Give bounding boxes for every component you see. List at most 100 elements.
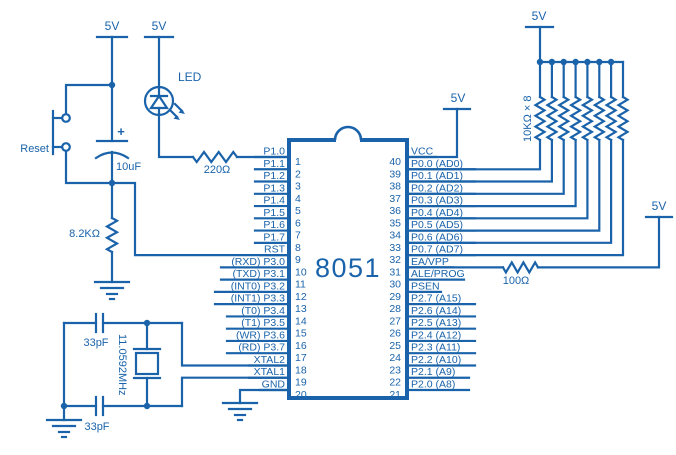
pin-row-left: P1.01 (253, 146, 301, 168)
pin-row-right: P0.7 (AD7)32 (389, 244, 477, 266)
pin-label: VCC (411, 146, 434, 158)
resistor-220: 220Ω (191, 150, 239, 176)
pullup-resistor-zigzag (568, 95, 583, 142)
led-arrowhead (178, 109, 185, 114)
led-label: LED (178, 70, 202, 84)
ground-symbol (93, 280, 131, 301)
led-triangle (148, 94, 170, 110)
power-label-led: 5V (152, 19, 167, 33)
pin-number: 2 (295, 168, 301, 180)
pin-label: P1.3 (263, 182, 285, 194)
switch-contact (61, 142, 71, 152)
resistor-zigzag (191, 150, 239, 164)
ic-notch-mask (336, 136, 360, 143)
power-label-vcc: 5V (451, 91, 466, 105)
resistor-zigzag (104, 216, 120, 254)
pin-label: P1.0 (263, 146, 285, 158)
pin-number: 40 (389, 156, 401, 168)
pin-label: P1.7 (263, 231, 285, 243)
wire (64, 83, 114, 116)
pin-label: (T1) P3.5 (241, 317, 285, 329)
pin-row-right: P0.0 (AD0)39 (389, 158, 477, 180)
pin-row-left: P1.56 (253, 207, 301, 229)
gnd-wire (238, 388, 291, 405)
ic-notch (333, 125, 363, 141)
pin-label: ALE/PROG (411, 268, 465, 280)
led-arrow (168, 108, 179, 119)
pin-number: 24 (389, 352, 401, 364)
crystal-symbol: 11.0592MHz (116, 321, 162, 408)
pin-row-left: P1.3 4 (253, 182, 301, 205)
pin-row-right: ALE/PROG 30 (389, 268, 466, 291)
resistor-8k2: 8.2KΩ (69, 181, 120, 284)
power-label-ea: 5V (652, 199, 667, 213)
pin-number: 3 (295, 181, 301, 193)
pin-row-right: P2.7 (A15)28 (389, 293, 477, 315)
pin-number: 25 (389, 340, 401, 352)
pin-label: P1.2 (263, 170, 285, 182)
pin-label: P0.0 (AD0) (411, 158, 463, 170)
pin-number: 23 (389, 364, 401, 376)
pin-number: 34 (389, 230, 401, 242)
pin-number: 14 (295, 315, 307, 327)
pin-label: (RXD) P3.0 (231, 256, 285, 268)
resistor-value: 220Ω (204, 164, 231, 176)
pin-row-right: P0.2 (AD2)37 (389, 182, 477, 205)
resistor-value: 100Ω (503, 275, 530, 287)
pullup-resistor-zigzag (580, 95, 595, 142)
wire (157, 112, 195, 159)
pin-number: 31 (389, 266, 401, 278)
pin-number: 30 (389, 279, 401, 291)
crystal-value: 11.0592MHz (116, 334, 128, 396)
pin-number: 12 (295, 291, 307, 303)
pin-label: (WR) P3.6 (236, 329, 285, 341)
pin-row-left: P1.78 (253, 231, 301, 254)
wire (64, 149, 114, 185)
junction-dot (536, 58, 544, 66)
crystal-body (134, 351, 160, 376)
wire (536, 215, 661, 269)
pin-label: P2.5 (A13) (411, 317, 461, 329)
pin-row-left: (T1) P3.5 15 (225, 317, 307, 340)
pin-row-left: (WR) P3.616 (225, 329, 307, 352)
pin-number: 17 (295, 352, 307, 364)
pin-row-right: P2.5 (A13)26 (389, 317, 477, 340)
led-arrowhead (173, 115, 180, 120)
pin-number: 10 (295, 266, 307, 278)
pullup-label: 10KΩ × 8 (522, 96, 534, 142)
pin-row-left: P1.67 (253, 219, 301, 242)
junction-dot (143, 402, 151, 410)
pin-rows-left: P1.01P1.12P1.23P1.34P1.45P1.56P1.67P1.78… (213, 146, 307, 401)
rst-wire (110, 181, 291, 257)
pin-label: P0.1 (AD1) (411, 170, 463, 182)
pin-number: 4 (295, 193, 301, 205)
pin-row-right: P2.3 (A11)24 (389, 342, 477, 364)
pin-row-left: (T0) P3.4 14 (225, 305, 307, 327)
pin-number: 20 (295, 389, 307, 401)
pin-number: 21 (389, 389, 401, 401)
pin-row-left: (TXD) P3.111 (219, 268, 306, 291)
cap-plus-sign: + (117, 124, 125, 139)
ic-body (287, 138, 409, 400)
pin-number: 6 (295, 217, 301, 229)
ground-symbol (45, 418, 83, 439)
pin-label: GND (262, 378, 286, 390)
pin-number: 33 (389, 242, 401, 254)
pullup-resistor-zigzag (604, 95, 618, 142)
junction-dots (60, 58, 615, 410)
capacitor-33pf-top: 33pF (83, 312, 109, 349)
pullup-resistor-zigzag (557, 95, 571, 142)
pin-label: (T0) P3.4 (241, 305, 285, 317)
pin-label: RST (264, 244, 286, 256)
pin-number: 15 (295, 328, 307, 340)
reset-circuit: 5V + 10uF Reset 8.2KΩ (20, 19, 291, 284)
cap-value: 33pF (84, 421, 109, 433)
pin-row-left: (RXD) P3.0 10 (219, 256, 307, 278)
pin-label: (INT0) P3.2 (231, 280, 285, 292)
pin-label: P2.0 (A8) (411, 378, 455, 390)
pin-label: (INT1) P3.3 (231, 293, 285, 305)
pin-row-right: P0.1 (AD1)38 (389, 170, 477, 193)
pin-label: (RD) P3.7 (238, 342, 285, 354)
